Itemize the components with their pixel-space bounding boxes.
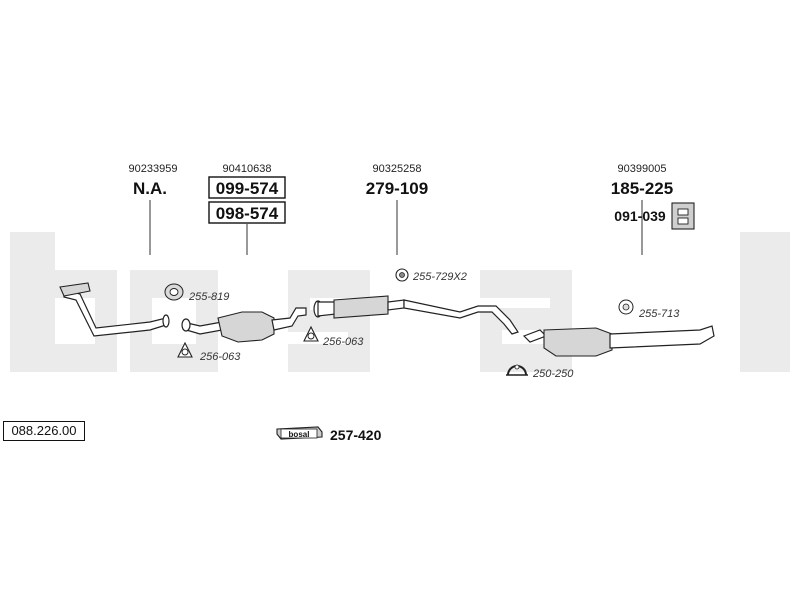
rubber-mount-icon — [671, 202, 695, 230]
oem-number: 90233959 — [129, 163, 178, 175]
code-box-2 — [208, 201, 286, 224]
oem-number: 90325258 — [373, 163, 422, 175]
part-group-centre-silencer: 90325258 279-109 — [366, 163, 428, 255]
oem-number: 90399005 — [618, 163, 667, 175]
clamp-250-250: 250-250 — [506, 364, 574, 380]
kit-logo-box — [280, 428, 318, 439]
part-group-downpipe: 90233959 N.A. — [129, 163, 178, 255]
fitting-label: 255-729X2 — [412, 271, 467, 283]
ring-seal-255-819: 255-819 — [164, 283, 229, 303]
mounting-kit: bosal 257-420 — [276, 426, 382, 443]
part-group-catalyst: 90410638 099-574 098-574 — [208, 163, 286, 255]
front-pipe-drawing — [59, 282, 170, 337]
part-code: 099-574 — [216, 179, 279, 198]
clamp-255-729: 255-729X2 — [395, 268, 467, 283]
sub-part-code: 091-039 — [614, 208, 666, 224]
fitting-label: 250-250 — [532, 368, 574, 380]
fitting-label: 256-063 — [322, 336, 364, 348]
oem-number: 90410638 — [223, 163, 272, 175]
code-box-1 — [208, 176, 286, 199]
part-group-rear-silencer: 90399005 185-225 091-039 — [611, 163, 695, 255]
centre-silencer-drawing — [313, 295, 519, 335]
part-code: 279-109 — [366, 179, 428, 198]
fitting-label: 255-713 — [638, 308, 680, 320]
reference-number-box: 088.226.00 — [3, 421, 85, 441]
rear-silencer-drawing — [522, 325, 715, 357]
fitting-label: 255-819 — [188, 291, 229, 303]
catalyst-drawing — [181, 307, 307, 343]
kit-logo: bosal — [289, 430, 310, 439]
part-code: N.A. — [133, 179, 167, 198]
gasket-256-063-right: 256-063 — [303, 325, 364, 348]
gasket-256-063-left: 256-063 — [177, 341, 241, 363]
part-code: 098-574 — [216, 204, 279, 223]
fitting-label: 256-063 — [199, 351, 241, 363]
part-code: 185-225 — [611, 179, 673, 198]
kit-code: 257-420 — [330, 427, 382, 443]
ring-seal-255-713: 255-713 — [618, 299, 680, 320]
